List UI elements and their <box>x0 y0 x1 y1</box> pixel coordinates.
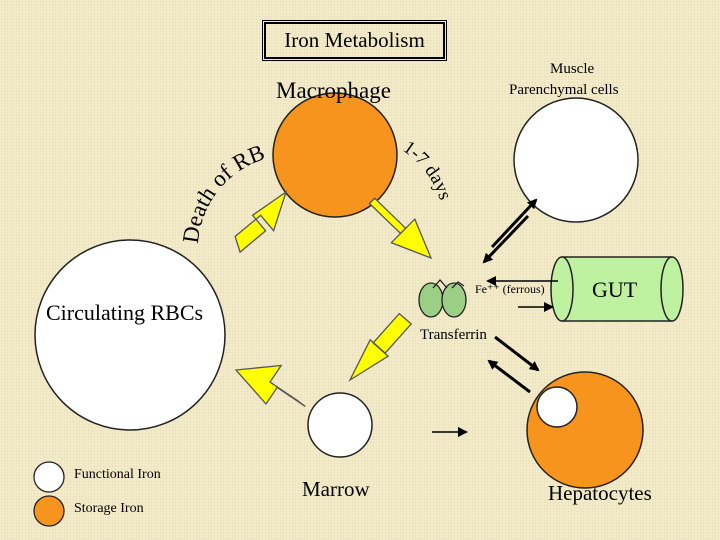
marrow-cell <box>307 392 373 458</box>
legend-functional-label: Functional Iron <box>74 467 161 482</box>
transferrin-label: Transferrin <box>420 327 487 343</box>
arrow-from-muscle <box>482 214 530 264</box>
legend-functional-swatch <box>33 461 65 493</box>
diagram-title: Iron Metabolism <box>264 22 445 59</box>
hepatocyte-functional-iron <box>536 386 578 428</box>
gut-cylinder <box>550 256 684 322</box>
exchange-arrows <box>432 198 558 437</box>
muscle-parenchymal-cell <box>513 97 639 223</box>
hepatocytes-label: Hepatocytes <box>548 481 652 505</box>
arrow-to-muscle <box>490 198 538 249</box>
legend-storage-label: Storage Iron <box>74 501 144 516</box>
arrow-to-liver <box>494 335 540 372</box>
macrophage-cell <box>272 92 398 218</box>
macrophage-label: Macrophage <box>276 78 391 103</box>
muscle-label-line1: Muscle <box>550 61 595 77</box>
arrow-from-liver <box>487 359 531 394</box>
death-of-rbc-label: Death of RBC <box>0 0 268 245</box>
circulating-rbc-label: Circulating RBCs <box>46 300 204 325</box>
transferrin-to-marrow-arrow <box>348 312 413 382</box>
circulating-rbc-cell <box>34 239 226 431</box>
death-of-rbc-arrow <box>234 190 288 254</box>
legend-storage-swatch <box>33 495 65 527</box>
marrow-label: Marrow <box>302 477 370 501</box>
muscle-label-line2: Parenchymal cells <box>509 82 619 98</box>
macrophage-release-arrow <box>368 197 433 260</box>
marrow-to-circulation-arrow <box>234 364 306 407</box>
hepatocyte-cell <box>526 371 644 489</box>
transferrin-molecule <box>418 279 467 318</box>
gut-label: GUT <box>592 277 638 302</box>
ferrous-label: Fe⁺⁺ (ferrous) <box>475 282 545 296</box>
days-label: 1-7 days <box>399 137 455 203</box>
